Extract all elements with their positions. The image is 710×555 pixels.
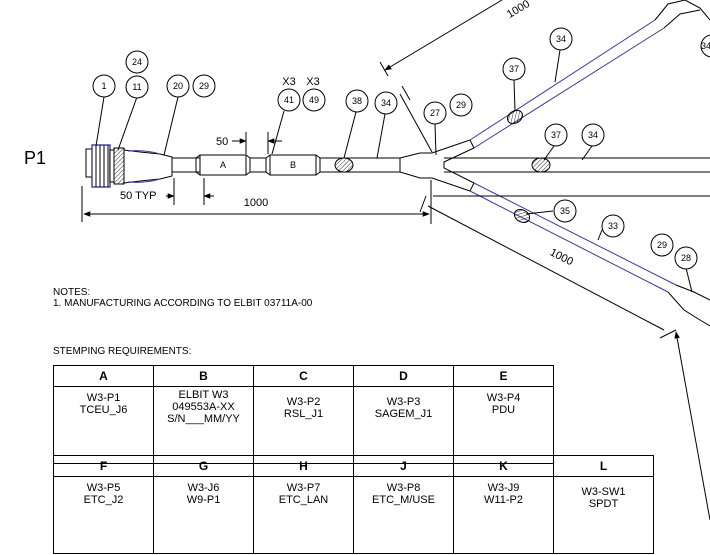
callout-1: 1 xyxy=(92,74,116,98)
svg-text:24: 24 xyxy=(132,57,142,67)
dimension-50typ-label: 50 TYP xyxy=(120,190,157,202)
svg-text:11: 11 xyxy=(132,82,141,92)
callout-24: 24 xyxy=(125,50,149,74)
stemping-header: J xyxy=(353,455,454,477)
svg-text:35: 35 xyxy=(560,206,570,216)
svg-text:20: 20 xyxy=(173,81,183,91)
svg-text:41: 41 xyxy=(284,95,294,105)
svg-text:33: 33 xyxy=(608,221,618,231)
svg-text:34: 34 xyxy=(701,41,710,51)
callout-27: 27 xyxy=(423,101,447,125)
callout-29-junction: 29 xyxy=(449,93,473,117)
notes-item-1: 1. MANUFACTURING ACCORDING TO ELBIT 0371… xyxy=(53,298,313,309)
qty-label-x3-49: X3 xyxy=(306,76,319,88)
connector-p1 xyxy=(85,144,173,188)
stemping-header: L xyxy=(553,455,654,477)
svg-text:34: 34 xyxy=(556,34,566,44)
leader-lines xyxy=(95,49,693,293)
svg-text:37: 37 xyxy=(509,64,519,74)
stemping-header: H xyxy=(253,455,354,477)
callout-20: 20 xyxy=(166,74,190,98)
callout-38: 38 xyxy=(345,89,369,113)
svg-text:29: 29 xyxy=(199,81,209,91)
svg-text:49: 49 xyxy=(309,95,319,105)
lower-branch-cable xyxy=(469,182,710,327)
callout-35: 35 xyxy=(553,199,577,223)
dimension-1000-upper-label: 1000 xyxy=(505,0,532,21)
svg-text:38: 38 xyxy=(352,96,362,106)
middle-branch-boot xyxy=(531,157,551,173)
callout-41: 41 xyxy=(277,88,301,112)
marker-a: A xyxy=(220,160,226,170)
svg-text:28: 28 xyxy=(681,253,691,263)
callout-33: 33 xyxy=(601,214,625,238)
connector-label-p1: P1 xyxy=(24,148,46,168)
svg-text:34: 34 xyxy=(588,130,598,140)
stemping-header: B xyxy=(153,365,254,387)
callout-34-upper-edge: 34 xyxy=(700,34,710,58)
callout-29-lower: 29 xyxy=(650,233,674,257)
svg-text:1: 1 xyxy=(101,81,106,91)
notes-heading: NOTES: xyxy=(53,287,91,298)
callouts: 1 24 11 20 29 41 49 38 34 27 29 37 34 34… xyxy=(92,27,710,270)
dimension-50typ xyxy=(81,178,214,222)
stemping-header: F xyxy=(53,455,154,477)
svg-text:27: 27 xyxy=(430,108,440,118)
dimension-50 xyxy=(232,132,282,154)
callout-11: 11 xyxy=(125,75,149,99)
breakout-junction xyxy=(399,139,710,192)
main-cable xyxy=(172,154,400,176)
svg-text:29: 29 xyxy=(456,100,466,110)
callout-37-middle: 37 xyxy=(544,123,568,147)
dimension-1000-lower-label: 1000 xyxy=(548,246,575,268)
stemping-header: G xyxy=(153,455,254,477)
callout-49: 49 xyxy=(302,88,326,112)
dimension-1000-upper xyxy=(379,0,503,153)
stemping-heading: STEMPING REQUIREMENTS: xyxy=(53,346,192,357)
dimension-1000-main-label: 1000 xyxy=(244,197,268,209)
svg-text:29: 29 xyxy=(657,240,667,250)
stemping-header: C xyxy=(253,365,354,387)
callout-34-main: 34 xyxy=(374,91,398,115)
callout-29-left: 29 xyxy=(192,74,216,98)
marker-b: B xyxy=(290,160,296,170)
dimension-50-label: 50 xyxy=(216,136,228,148)
callout-34-upper: 34 xyxy=(549,27,573,51)
callout-34-middle: 34 xyxy=(581,123,605,147)
stemping-header: E xyxy=(453,365,554,387)
stemping-header: A xyxy=(53,365,154,387)
stemping-header: D xyxy=(353,365,454,387)
stemping-header: K xyxy=(453,455,554,477)
qty-label-x3-41: X3 xyxy=(282,76,295,88)
callout-37-upper: 37 xyxy=(502,57,526,81)
svg-text:34: 34 xyxy=(381,98,391,108)
dimension-1000-lower xyxy=(427,205,710,521)
svg-text:37: 37 xyxy=(551,130,561,140)
dimension-1000-main xyxy=(83,180,710,224)
callout-28: 28 xyxy=(674,246,698,270)
upper-branch-cable xyxy=(469,0,710,149)
